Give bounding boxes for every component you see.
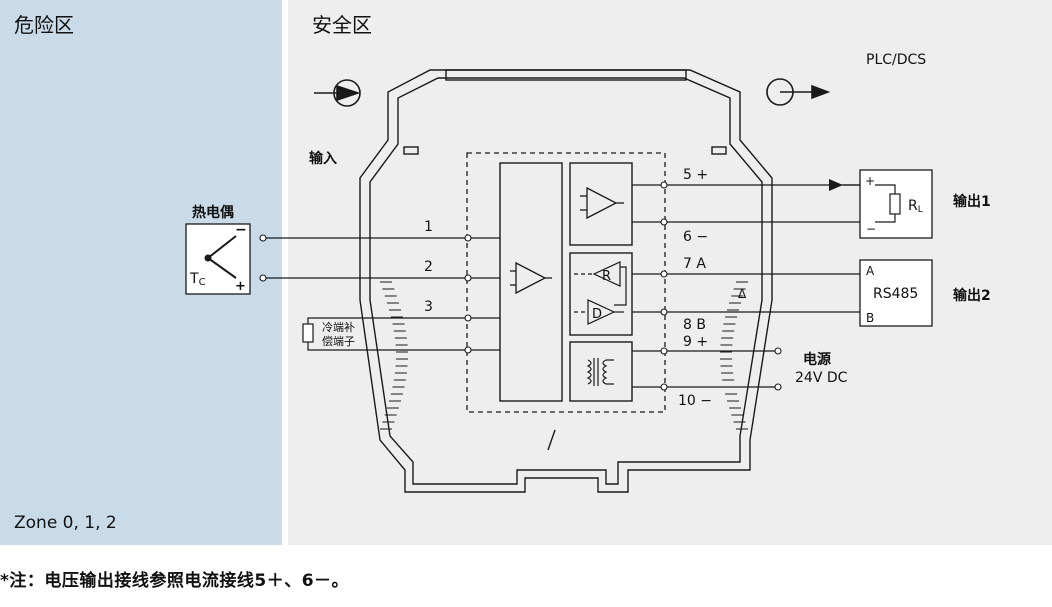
rs485-driver-icon xyxy=(574,261,627,325)
load-plus: + xyxy=(865,174,875,188)
safe-zone-panel xyxy=(288,0,1052,545)
wiring-note: *注：电压输出接线参照电流接线5＋、6－。 xyxy=(0,571,350,591)
safe-zone-title: 安全区 xyxy=(312,13,372,37)
terminal-6: 6 − xyxy=(683,229,708,245)
tc-minus: − xyxy=(235,222,247,238)
amplifier-icon xyxy=(510,186,624,295)
power-title: 电源 xyxy=(803,351,831,368)
rs485-label: RS485 xyxy=(873,286,918,302)
thermocouple-label: 热电偶 xyxy=(192,204,234,221)
load-resistor-icon xyxy=(889,193,901,215)
thermocouple-box xyxy=(185,223,251,295)
output2-label: 输出2 xyxy=(953,287,991,304)
output1-arrow-icon xyxy=(829,179,843,191)
isolation-transformer-block xyxy=(569,341,633,402)
cjc-resistor xyxy=(302,323,314,343)
terminal-2: 2 xyxy=(424,259,433,275)
terminal-8: 8 B xyxy=(683,317,706,333)
terminal-3: 3 xyxy=(424,299,433,315)
cjc-label-line1: 冷端补 xyxy=(322,321,355,334)
hazard-zone-title: 危险区 xyxy=(14,13,74,37)
terminal-5: 5 + xyxy=(683,167,708,183)
driver-label: D xyxy=(592,307,602,322)
load-wire-inner-bottom xyxy=(875,214,896,223)
tc-symbol: TC xyxy=(189,271,206,288)
terminal-7: 7 A xyxy=(683,256,706,272)
receiver-label: R xyxy=(602,269,611,284)
load-minus: − xyxy=(866,222,876,236)
internal-circuit-boundary xyxy=(466,152,666,413)
plc-dcs-label: PLC/DCS xyxy=(866,52,926,68)
rs485-block xyxy=(569,252,633,336)
rs485-b-label: B xyxy=(866,311,874,325)
terminal-10: 10 − xyxy=(678,393,712,409)
tc-plus: + xyxy=(235,279,246,294)
terminal-1: 1 xyxy=(424,219,433,235)
input-processing-block xyxy=(499,162,563,402)
zone-rating: Zone 0, 1, 2 xyxy=(14,513,117,533)
circle-arrow-out-icon xyxy=(766,78,831,106)
rs485-a-label: A xyxy=(866,264,875,278)
module-housing xyxy=(359,69,773,493)
output1-amplifier-block xyxy=(569,162,633,246)
load-resistor-label: RL xyxy=(908,198,923,215)
wiring xyxy=(263,182,891,388)
rs485-box xyxy=(859,259,933,327)
delta-mark: Δ xyxy=(738,287,747,301)
power-spec: 24V DC xyxy=(795,370,848,386)
transformer-icon xyxy=(586,358,614,386)
cjc-label-line2: 偿端子 xyxy=(322,334,355,348)
vent-slots xyxy=(380,281,748,430)
terminal-9: 9 + xyxy=(683,334,708,350)
thermocouple-junction-icon xyxy=(204,235,237,279)
input-label: 输入 xyxy=(309,150,337,167)
load-wire-inner xyxy=(875,184,896,194)
output1-label: 输出1 xyxy=(953,193,991,210)
circle-arrow-in-icon xyxy=(314,79,361,107)
